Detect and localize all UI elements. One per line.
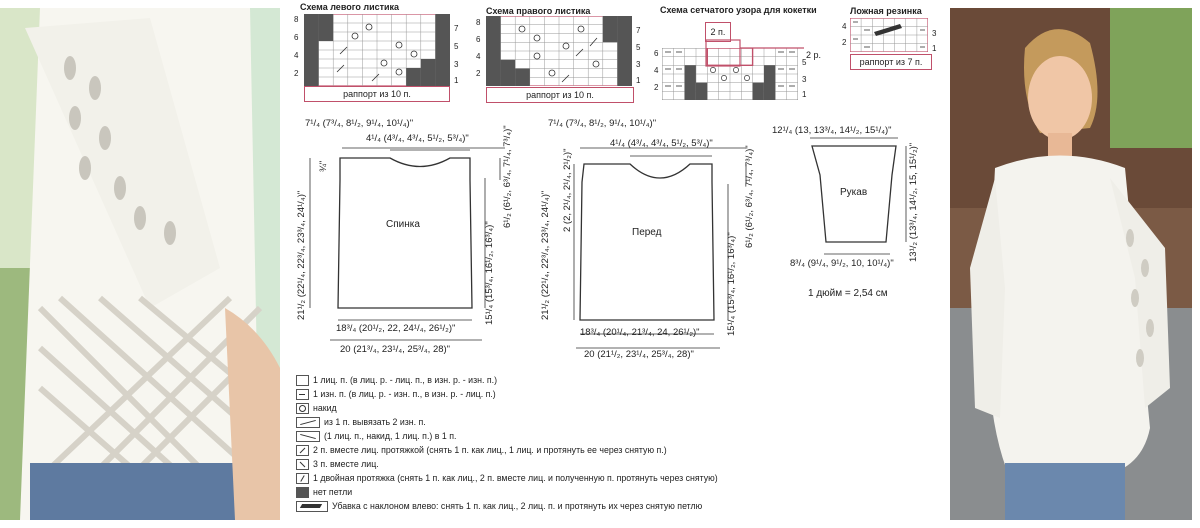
left-leaf-row-1: 1 <box>454 76 459 85</box>
sleeve-outline <box>810 137 907 255</box>
increase-symbol-icon <box>296 431 320 443</box>
back-side-length: 15¹/₄ (15³/₄, 16¹/₂, 16³/₄)" <box>484 221 495 325</box>
right-photo <box>950 8 1192 520</box>
rib-row-4: 4 <box>842 22 847 31</box>
mesh-row-4: 4 <box>654 66 659 75</box>
back-armhole: 6¹/₂ (6¹/₂, 6³/₄, 7¹/₄, 7³/₄)" <box>502 125 513 228</box>
mesh-side-label: 2 р. <box>806 50 822 60</box>
legend-text: 2 п. вместе лиц. протяжкой (снять 1 п. к… <box>313 445 667 455</box>
rib-row-3: 3 <box>932 29 937 38</box>
legend-text: нет петли <box>313 487 353 497</box>
legend-text: из 1 п. вывязать 2 изн. п. <box>324 417 426 427</box>
purl-symbol-icon <box>296 389 309 401</box>
ssk-symbol-icon <box>296 445 309 457</box>
left-photo <box>0 8 280 520</box>
legend-text: 1 изн. п. (в лиц. р. - изн. п., в изн. р… <box>313 389 496 399</box>
left-leaf-row-5: 5 <box>454 42 459 51</box>
front-label: Перед <box>632 227 662 238</box>
sleeve-bottom-width: 8³/₄ (9¹/₄, 9¹/₂, 10, 10¹/₄)" <box>790 258 894 269</box>
conversion-note: 1 дюйм = 2,54 см <box>808 288 888 299</box>
rib-row-2: 2 <box>842 38 847 47</box>
front-side-length: 15¹/₄ (15³/₄, 16¹/₂, 16³/₄)" <box>726 232 737 336</box>
rib-chart-title: Ложная резинка <box>850 6 922 16</box>
back-left-height: 21¹/₂ (22¹/₄, 22³/₄, 23³/₄, 24¹/₄)" <box>296 190 307 320</box>
back-neck-depth: ¾" <box>318 160 329 172</box>
mesh-row-6: 6 <box>654 49 659 58</box>
right-leaf-row-5: 5 <box>636 43 641 52</box>
knit-symbol-icon <box>296 375 309 387</box>
legend-text: Убавка с наклоном влево: снять 1 п. как … <box>332 501 703 511</box>
rib-rapport: раппорт из 7 п. <box>850 54 932 70</box>
back-bottom-width: 18³/₄ (20¹/₂, 22, 24¹/₄, 26¹/₂)" <box>336 323 456 334</box>
mesh-row-5: 5 <box>802 58 807 67</box>
left-decrease-symbol-icon <box>296 501 328 513</box>
right-leaf-row-6: 6 <box>476 35 481 44</box>
left-leaf-row-7: 7 <box>454 24 459 33</box>
legend-increase: (1 лиц. п., накид, 1 лиц. п.) в 1 п. <box>296 430 456 443</box>
mesh-row-3: 3 <box>802 75 807 84</box>
legend-yarn-over: накид <box>296 402 337 415</box>
mesh-chart-grid <box>662 48 798 100</box>
front-top-width: 7¹/₄ (7³/₄, 8¹/₂, 9¹/₄, 10¹/₄)" <box>548 118 657 129</box>
legend-double-decrease: 1 двойная протяжка (снять 1 п. как лиц.,… <box>296 472 718 485</box>
legend-text: (1 лиц. п., накид, 1 лиц. п.) в 1 п. <box>324 431 457 441</box>
k3tog-symbol-icon <box>296 459 309 471</box>
rib-row-1: 1 <box>932 44 937 53</box>
right-leaf-chart-grid <box>486 16 632 86</box>
legend-purl: 1 изн. п. (в лиц. р. - изн. п., в изн. р… <box>296 388 496 401</box>
two-purl-symbol-icon <box>296 417 320 429</box>
left-leaf-row-2: 2 <box>294 69 299 78</box>
back-top-width: 7¹/₄ (7³/₄, 8¹/₂, 9¹/₄, 10¹/₄)" <box>305 118 414 129</box>
back-neck-width: 4¹/₄ (4³/₄, 4³/₄, 5¹/₂, 5³/₄)" <box>366 133 469 144</box>
rib-chart-grid <box>850 18 928 52</box>
legend-text: 1 лиц. п. (в лиц. р. - лиц. п., в изн. р… <box>313 375 498 385</box>
right-leaf-row-4: 4 <box>476 52 481 61</box>
sleeve-label: Рукав <box>840 187 868 198</box>
right-leaf-row-1: 1 <box>636 76 641 85</box>
front-neck-depth: 2 (2, 2¹/₄, 2¹/₄, 2¹/₂)" <box>562 148 573 232</box>
legend-text: 1 двойная протяжка (снять 1 п. как лиц.,… <box>313 473 718 483</box>
legend-knit: 1 лиц. п. (в лиц. р. - лиц. п., в изн. р… <box>296 374 497 387</box>
back-label: Спинка <box>386 219 420 230</box>
front-neck-width: 4¹/₄ (4³/₄, 4³/₄, 5¹/₂, 5³/₄)" <box>610 138 713 149</box>
mesh-row-1: 1 <box>802 90 807 99</box>
double-decrease-symbol-icon <box>296 473 309 485</box>
back-piece-outline <box>309 147 505 341</box>
legend-two-purl: из 1 п. вывязать 2 изн. п. <box>296 416 426 429</box>
back-hem-width: 20 (21³/₄, 23¹/₄, 25³/₄, 28)" <box>340 344 451 355</box>
left-leaf-row-4: 4 <box>294 51 299 60</box>
right-leaf-chart-title: Схема правого листика <box>486 6 591 16</box>
legend-ssk: 2 п. вместе лиц. протяжкой (снять 1 п. к… <box>296 444 667 457</box>
no-stitch-symbol-icon <box>296 487 309 499</box>
legend-no-stitch: нет петли <box>296 486 352 499</box>
legend-left-decrease: Убавка с наклоном влево: снять 1 п. как … <box>296 500 702 513</box>
front-left-height: 21¹/₂ (22¹/₄, 22³/₄, 23³/₄, 24¹/₄)" <box>540 190 551 320</box>
front-armhole: 6¹/₂ (6¹/₂, 6³/₄, 7¹/₄, 7³/₄)" <box>744 145 755 248</box>
legend-k3tog: 3 п. вместе лиц. <box>296 458 379 471</box>
left-leaf-row-6: 6 <box>294 33 299 42</box>
front-piece-outline <box>573 147 747 349</box>
right-leaf-rapport: раппорт из 10 п. <box>486 87 634 103</box>
left-leaf-row-3: 3 <box>454 60 459 69</box>
mesh-chart-title: Схема сетчатого узора для кокетки <box>660 5 817 15</box>
legend-text: 3 п. вместе лиц. <box>313 459 379 469</box>
right-leaf-row-7: 7 <box>636 26 641 35</box>
left-leaf-row-8: 8 <box>294 15 299 24</box>
sleeve-top-width: 12¹/₄ (13, 13³/₄, 14¹/₂, 15¹/₄)" <box>772 125 892 136</box>
legend-text: накид <box>313 403 337 413</box>
right-leaf-row-8: 8 <box>476 18 481 27</box>
right-leaf-row-3: 3 <box>636 60 641 69</box>
mesh-row-2: 2 <box>654 83 659 92</box>
mesh-top-label: 2 п. <box>705 22 731 42</box>
front-bottom-width: 18³/₄ (20¹/₄, 21³/₄, 24, 26¹/₂)" <box>580 327 700 338</box>
mesh-rapport-frame <box>705 39 804 67</box>
sleeve-length: 13¹/₂ (13³/₄, 14¹/₂, 15, 15¹/₂)" <box>908 142 919 262</box>
left-leaf-chart-grid <box>304 14 450 86</box>
left-leaf-chart-title: Схема левого листика <box>300 2 400 12</box>
right-leaf-row-2: 2 <box>476 69 481 78</box>
yarn-over-symbol-icon <box>296 403 309 415</box>
left-leaf-rapport: раппорт из 10 п. <box>304 86 450 102</box>
front-hem-width: 20 (21¹/₂, 23¹/₄, 25³/₄, 28)" <box>584 349 694 360</box>
